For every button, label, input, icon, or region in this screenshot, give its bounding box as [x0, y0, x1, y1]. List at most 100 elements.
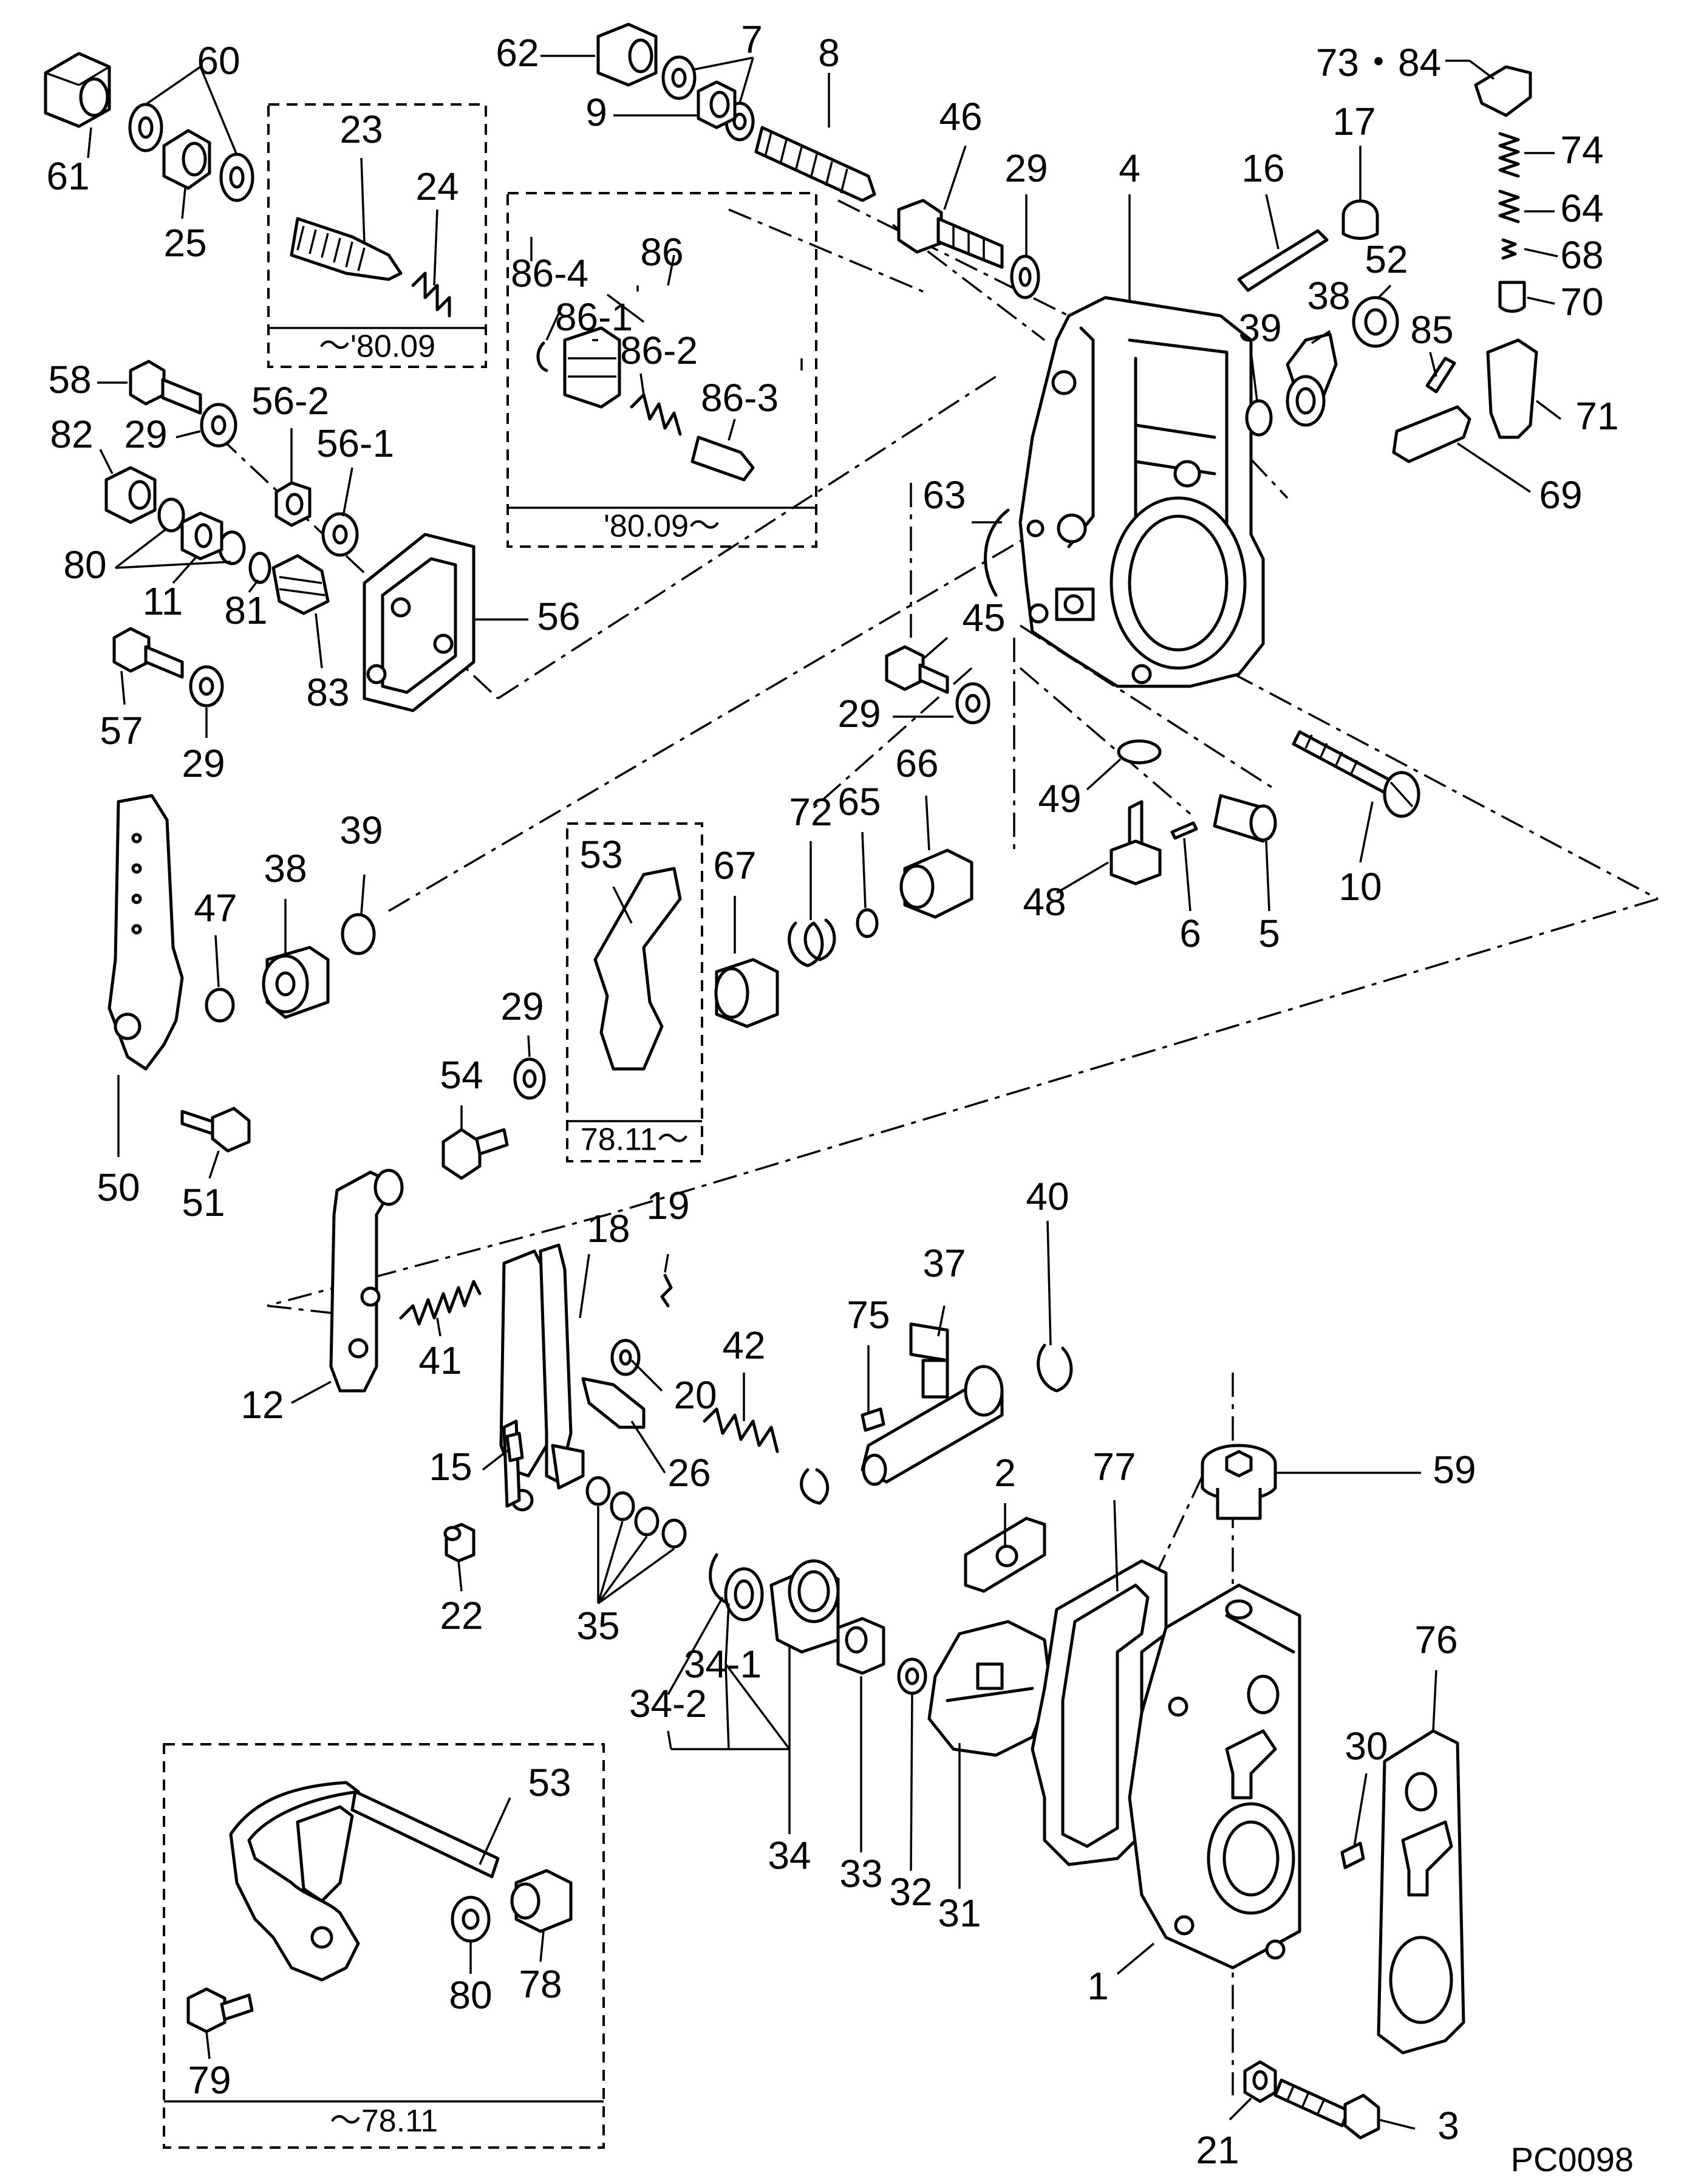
callout-80a: 80 [63, 543, 106, 587]
callout-38a: 38 [1307, 274, 1350, 318]
washer-29a-hole [1018, 267, 1032, 287]
callout-35: 35 [576, 1604, 619, 1648]
callout-17: 17 [1332, 100, 1375, 143]
variant-box-23-24: ～'80.09 [267, 103, 487, 368]
plug-59 [1201, 1444, 1277, 1520]
callout-86-4: 86-4 [511, 251, 588, 295]
callout-29d: 29 [837, 692, 881, 735]
lever-50 [107, 794, 184, 1071]
piston-86-1 [563, 326, 621, 409]
callout-4: 4 [1119, 146, 1140, 190]
nut-21 [1243, 2060, 1277, 2103]
callout-34-1: 34-1 [684, 1642, 762, 1686]
washer-49 [1117, 739, 1162, 765]
plug-83 [271, 554, 330, 615]
sleeve-67 [714, 958, 779, 1028]
bolt-3 [1273, 2078, 1380, 2140]
callout-66: 66 [895, 742, 938, 785]
clip-73-84 [1474, 65, 1532, 117]
callout-6: 6 [1179, 912, 1201, 955]
callout-76: 76 [1414, 1618, 1457, 1662]
callout-53-lower: 53 [528, 1761, 571, 1804]
washer-7a-hole [671, 67, 687, 88]
spring-42 [703, 1407, 779, 1453]
washer-56-1-hole [332, 524, 348, 545]
callout-50: 50 [97, 1165, 140, 1209]
callout-71: 71 [1575, 394, 1618, 438]
callout-10: 10 [1338, 865, 1382, 909]
pin-85 [1425, 357, 1456, 394]
washer-47 [205, 988, 235, 1023]
callout-53-upper: 53 [579, 833, 622, 876]
callout-52: 52 [1365, 237, 1408, 281]
washer-29e-hole [522, 1069, 537, 1088]
callout-29b: 29 [124, 412, 167, 456]
callout-86-3: 86-3 [701, 376, 779, 420]
bolt-46 [897, 199, 1004, 269]
callout-15: 15 [429, 1445, 472, 1489]
callout-60: 60 [197, 39, 240, 83]
spring-24 [411, 271, 451, 318]
bolt-45 [885, 645, 949, 694]
screw-23 [290, 217, 403, 281]
o-ring-81 [248, 551, 271, 584]
washer-35a [585, 1476, 611, 1506]
callout-72: 72 [789, 790, 832, 834]
callout-16: 16 [1241, 146, 1284, 190]
spring-74 [1498, 132, 1520, 178]
washer-29b-hole [211, 415, 227, 435]
callout-61: 61 [46, 154, 89, 198]
box-note-53-lower: ～78.11 [330, 2104, 438, 2139]
callout-42: 42 [722, 1323, 765, 1367]
callout-40: 40 [1026, 1175, 1069, 1218]
callout-23: 23 [339, 107, 383, 151]
gasket-77-inner [1061, 1583, 1150, 1848]
callout-56-2: 56-2 [251, 379, 329, 423]
washer-29c-hole [199, 677, 214, 696]
callout-78: 78 [519, 1962, 562, 2006]
callout-47: 47 [194, 886, 237, 930]
washer-60b-hole [229, 166, 245, 189]
callout-39b: 39 [339, 808, 383, 852]
bolt-57 [112, 627, 184, 679]
callout-29c: 29 [182, 742, 225, 785]
shaft-5 [1213, 794, 1277, 843]
callout-58: 58 [48, 358, 91, 401]
nut-56-2 [274, 481, 312, 527]
bushing-22 [443, 1523, 476, 1563]
governor-cover-1 [1128, 1583, 1301, 1970]
pin-86-3 [690, 435, 755, 482]
callout-25: 25 [163, 221, 206, 265]
parts [44, 22, 1538, 2140]
callout-32: 32 [889, 1870, 932, 1914]
plug-38a [1286, 332, 1338, 427]
washer-60a-hole [138, 116, 154, 139]
box-note-53-upper: 78.11～ [581, 1122, 689, 1158]
lever-53-upper [593, 867, 682, 1071]
callout-46: 46 [939, 95, 982, 138]
callout-86-1: 86-1 [555, 295, 633, 339]
callout-56: 56 [537, 595, 580, 638]
bracket-26 [581, 1377, 646, 1429]
callout-9: 9 [585, 90, 607, 134]
governor-housing-4 [1018, 296, 1265, 688]
callout-20: 20 [673, 1373, 717, 1417]
washer-80c-hole [462, 1908, 480, 1930]
callout-64: 64 [1560, 186, 1603, 230]
callout-57: 57 [100, 709, 143, 752]
callout-34: 34 [768, 1834, 811, 1877]
clip-86-4 [536, 341, 548, 372]
callout-85: 85 [1410, 308, 1453, 352]
callout-3: 3 [1437, 2104, 1459, 2148]
variant-box-53-lower: ～78.11 [163, 1743, 605, 2149]
callout-30: 30 [1345, 1724, 1388, 1768]
callout-56-1: 56-1 [316, 421, 394, 465]
pin-6 [1170, 821, 1198, 840]
washer-80a [157, 497, 185, 533]
pin-75 [861, 1407, 885, 1432]
bushing-52 [1352, 296, 1399, 348]
nut-61 [44, 52, 111, 128]
callout-22: 22 [440, 1594, 483, 1637]
bolt-51 [180, 1107, 251, 1153]
